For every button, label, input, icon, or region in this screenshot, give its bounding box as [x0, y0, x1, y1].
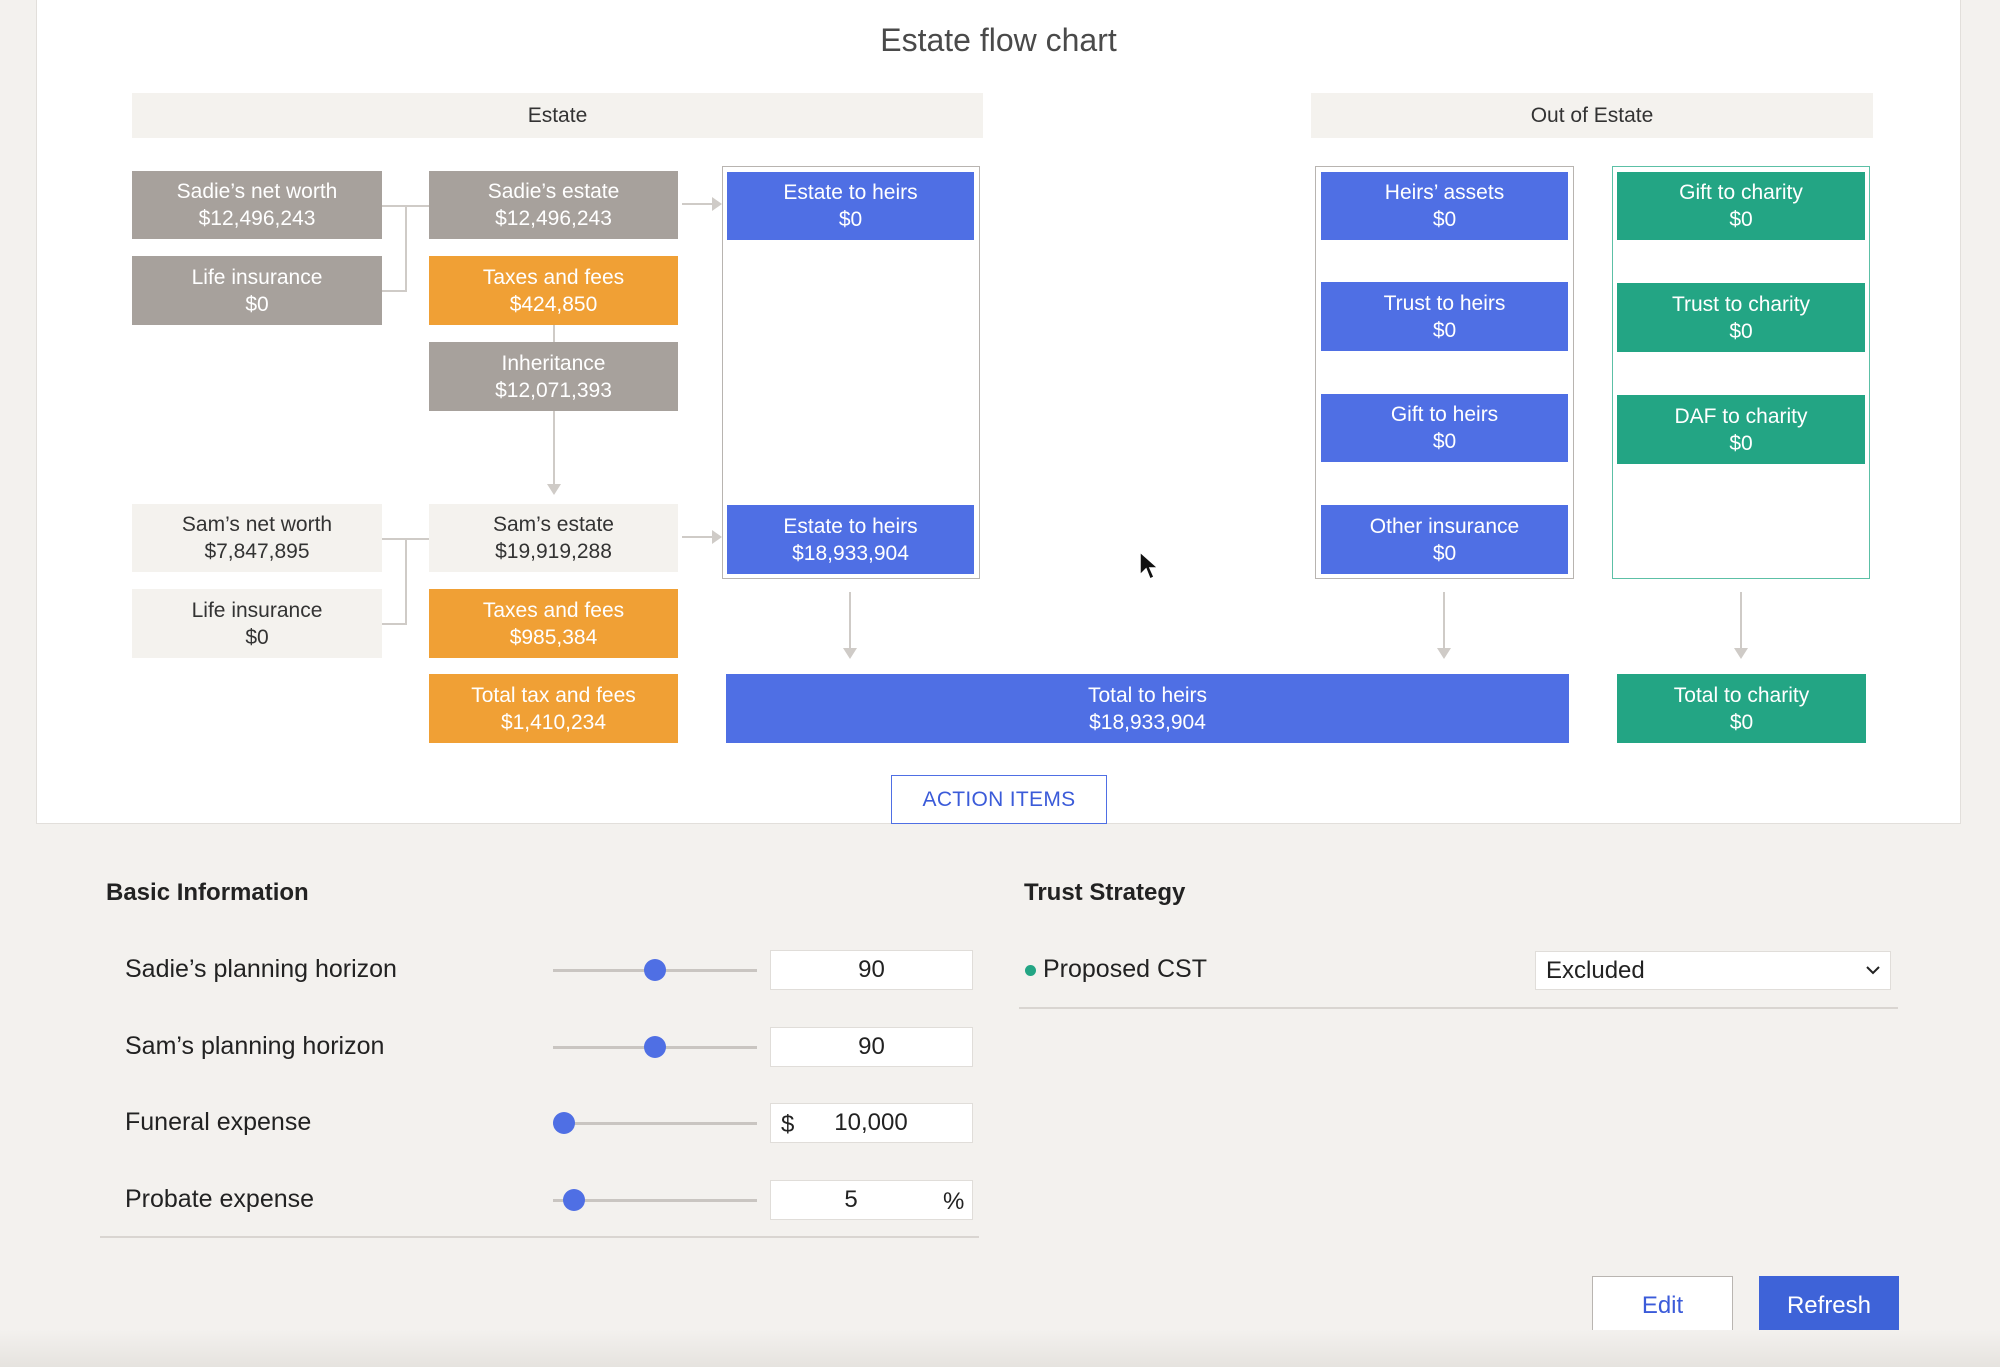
- sadie-net-worth-box: Sadie’s net worth$12,496,243: [132, 171, 382, 239]
- sam-planning-horizon-value[interactable]: [771, 1028, 972, 1066]
- trust-to-charity-box: Trust to charity$0: [1617, 283, 1865, 352]
- probate-expense-value[interactable]: [791, 1181, 911, 1219]
- heirs-group: [1315, 166, 1574, 579]
- sam-taxes-box: Taxes and fees$985,384: [429, 589, 678, 658]
- sam-estate-box: Sam’s estate$19,919,288: [429, 504, 678, 572]
- inheritance-box: Inheritance$12,071,393: [429, 342, 678, 411]
- probate-expense-slider[interactable]: [553, 1199, 757, 1202]
- heirs-assets-box: Heirs’ assets$0: [1321, 172, 1568, 240]
- slider-thumb[interactable]: [644, 959, 666, 981]
- edit-button[interactable]: Edit: [1592, 1276, 1733, 1335]
- sadie-planning-horizon-input[interactable]: [770, 950, 973, 990]
- sadie-planning-horizon-label: Sadie’s planning horizon: [125, 955, 397, 983]
- sam-life-insurance-box: Life insurance$0: [132, 589, 382, 658]
- connector: [553, 325, 555, 342]
- out-of-estate-region-header: Out of Estate: [1311, 93, 1873, 138]
- daf-to-charity-box: DAF to charity$0: [1617, 395, 1865, 464]
- connector: [382, 623, 406, 625]
- sam-estate-to-heirs-box: Estate to heirs$18,933,904: [727, 505, 974, 574]
- page-bottom-edge: [0, 1330, 2000, 1367]
- chevron-down-icon: [1866, 966, 1880, 975]
- slider-thumb[interactable]: [563, 1189, 585, 1211]
- chart-title: Estate flow chart: [880, 22, 1117, 58]
- connector: [849, 592, 851, 650]
- sadie-life-insurance-box: Life insurance$0: [132, 256, 382, 325]
- status-dot-icon: [1025, 965, 1036, 976]
- connector: [682, 203, 716, 205]
- gift-to-heirs-box: Gift to heirs$0: [1321, 394, 1568, 462]
- estate-to-heirs-group: [722, 166, 980, 579]
- total-to-charity-box: Total to charity$0: [1617, 674, 1866, 743]
- trust-to-heirs-box: Trust to heirs$0: [1321, 282, 1568, 351]
- arrow-down-icon: [547, 484, 561, 495]
- slider-thumb[interactable]: [644, 1036, 666, 1058]
- funeral-expense-value[interactable]: [811, 1104, 931, 1142]
- arrow-down-icon: [843, 648, 857, 659]
- sam-planning-horizon-label: Sam’s planning horizon: [125, 1032, 385, 1060]
- charity-group: [1612, 166, 1870, 579]
- basic-information-title: Basic Information: [106, 879, 309, 906]
- slider-thumb[interactable]: [553, 1112, 575, 1134]
- arrow-right-icon: [712, 530, 722, 544]
- connector: [553, 411, 555, 485]
- total-to-heirs-box: Total to heirs$18,933,904: [726, 674, 1569, 743]
- probate-expense-input[interactable]: %: [770, 1180, 973, 1220]
- sam-net-worth-box: Sam’s net worth$7,847,895: [132, 504, 382, 572]
- proposed-cst-select[interactable]: Excluded: [1535, 951, 1891, 990]
- funeral-expense-label: Funeral expense: [125, 1108, 312, 1136]
- connector: [405, 205, 407, 292]
- arrow-down-icon: [1437, 648, 1451, 659]
- proposed-cst-label: Proposed CST: [1043, 955, 1207, 983]
- total-tax-box: Total tax and fees$1,410,234: [429, 674, 678, 743]
- trust-strategy-title: Trust Strategy: [1024, 879, 1186, 906]
- proposed-cst-selected-value: Excluded: [1546, 956, 1645, 984]
- estate-region-header: Estate: [132, 93, 983, 138]
- gift-to-charity-box: Gift to charity$0: [1617, 172, 1865, 240]
- funeral-expense-slider[interactable]: [553, 1122, 757, 1125]
- arrow-right-icon: [712, 197, 722, 211]
- currency-prefix: $: [781, 1111, 795, 1138]
- arrow-down-icon: [1734, 648, 1748, 659]
- sadie-taxes-box: Taxes and fees$424,850: [429, 256, 678, 325]
- probate-expense-label: Probate expense: [125, 1185, 315, 1213]
- sadie-estate-to-heirs-box: Estate to heirs$0: [727, 172, 974, 240]
- sam-planning-horizon-input[interactable]: [770, 1027, 973, 1067]
- basic-info-divider: [100, 1236, 979, 1238]
- percent-suffix: %: [943, 1188, 965, 1215]
- trust-strategy-divider: [1019, 1007, 1898, 1009]
- sadie-planning-horizon-value[interactable]: [771, 951, 972, 989]
- mouse-cursor-icon: [1139, 550, 1160, 581]
- refresh-button[interactable]: Refresh: [1759, 1276, 1899, 1335]
- connector: [405, 538, 407, 625]
- other-insurance-box: Other insurance$0: [1321, 505, 1568, 574]
- action-items-button[interactable]: ACTION ITEMS: [891, 775, 1107, 824]
- connector: [1443, 592, 1445, 650]
- connector: [382, 290, 406, 292]
- connector: [1740, 592, 1742, 650]
- funeral-expense-input[interactable]: $: [770, 1103, 973, 1143]
- connector: [682, 536, 716, 538]
- sadie-estate-box: Sadie’s estate$12,496,243: [429, 171, 678, 239]
